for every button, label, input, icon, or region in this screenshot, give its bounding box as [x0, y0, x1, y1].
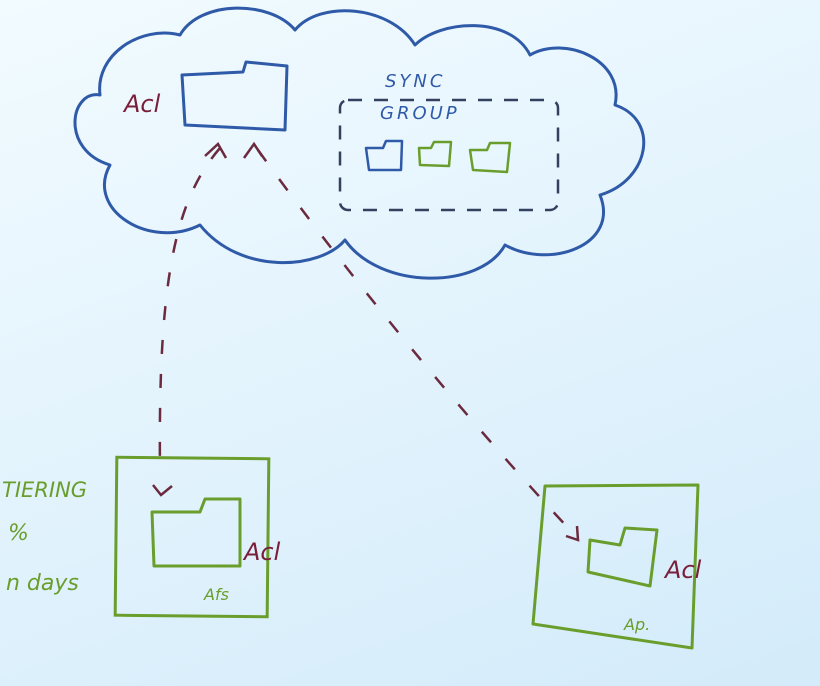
server-left-folder-icon	[150, 497, 242, 568]
cloud-folder-acl-label: Acl	[122, 90, 161, 118]
sync-arrow-left	[158, 147, 221, 471]
cloud-shape	[73, 6, 646, 280]
server-box-right	[531, 483, 700, 650]
server-box-left	[113, 455, 271, 619]
server-right-name: Ap.	[623, 615, 650, 634]
sync-group-box	[338, 98, 560, 212]
cloud-folder-icon	[180, 60, 289, 132]
server-left-name: Afs	[203, 585, 229, 604]
sync-arrow-right	[256, 149, 571, 531]
server-right-folder-icon	[586, 526, 659, 588]
sync-group-title-line2: GROUP	[380, 103, 460, 124]
sync-folder-green-2-icon	[468, 141, 512, 174]
arrowhead-top-left	[204, 142, 228, 159]
sync-group-title-line1: SYNC	[385, 71, 445, 92]
server-right-acl-label: Acl	[663, 556, 702, 584]
sync-folder-blue-icon	[364, 139, 404, 172]
sync-folder-green-icon	[417, 140, 453, 168]
arrowhead-top-right	[242, 141, 264, 159]
tiering-percent: %	[8, 521, 29, 546]
tiering-days: n days	[6, 571, 79, 596]
arrowhead-bottom-left	[152, 484, 173, 497]
server-left-acl-label: Acl	[242, 538, 281, 566]
arrowhead-bottom-right	[565, 525, 580, 542]
tiering-label: TIERING	[2, 478, 87, 502]
